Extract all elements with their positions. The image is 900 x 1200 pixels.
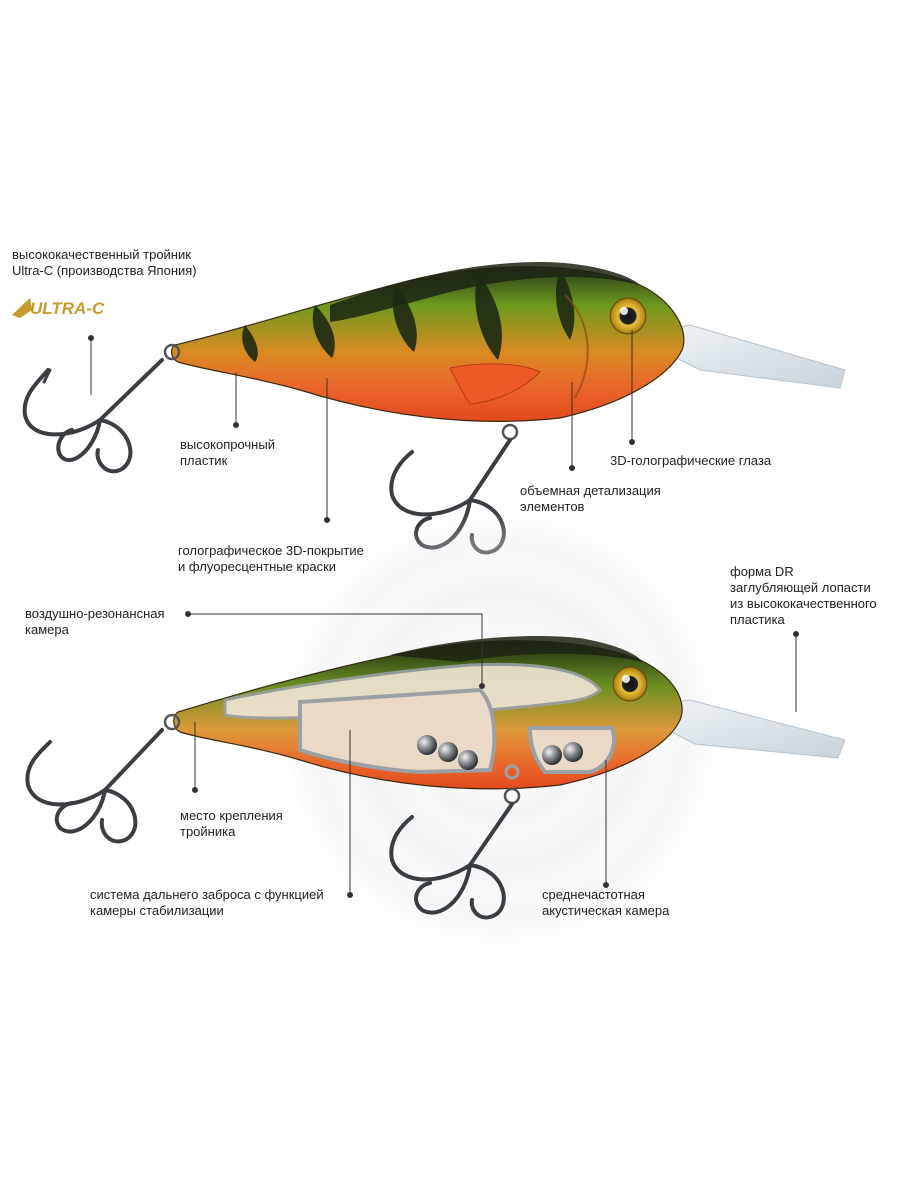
diving-lip (659, 324, 846, 389)
lip-label: форма DR заглубляющей лопасти из высокок… (730, 564, 877, 627)
treble-hook-icon (25, 728, 164, 844)
hook-mount-label: место крепления тройника (180, 808, 283, 839)
hooks-label: высококачественный тройник Ultra-C (прои… (12, 247, 197, 278)
ultra-c-logo: ULTRA-C (12, 298, 105, 318)
details-label: объемная детализация элементов (520, 483, 661, 514)
leader-lines-bottom (185, 611, 799, 898)
leader-lines-top (88, 330, 635, 523)
coating-label: голографическое 3D-покрытие и флуоресцен… (178, 543, 364, 574)
treble-hook-icon (22, 358, 164, 474)
casting-label: система дальнего заброса с функцией каме… (90, 887, 324, 918)
pectoral-fin (449, 363, 541, 405)
perch-stripes (242, 268, 575, 362)
eyes-label: 3D-голографические глаза (610, 453, 772, 468)
treble-hook-icon (389, 802, 514, 920)
eye-icon (612, 666, 648, 702)
brand-logo-text: ULTRA-C (30, 299, 105, 318)
bottom-lure (163, 635, 846, 805)
acoustic-label: среднечастотная акустическая камера (542, 887, 670, 918)
eye-icon (609, 297, 647, 335)
plastic-label: высокопрочный пластик (180, 437, 275, 468)
air-chamber-label: воздушно-резонансная камера (25, 606, 165, 637)
top-lure (163, 262, 846, 441)
